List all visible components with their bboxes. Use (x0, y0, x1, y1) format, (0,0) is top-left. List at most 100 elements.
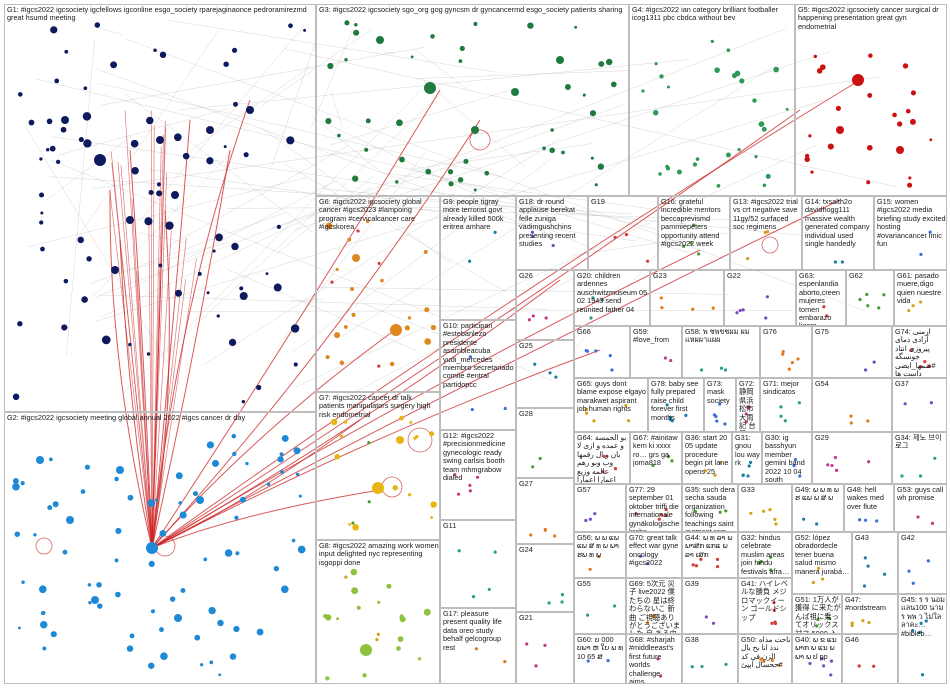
small-group-node (659, 674, 663, 678)
graph-edge-red (151, 134, 164, 549)
small-group-node (711, 306, 715, 310)
graph-node (215, 233, 223, 242)
graph-node (430, 324, 437, 331)
graph-node (52, 501, 59, 508)
graph-node (39, 157, 43, 161)
graph-node (179, 511, 187, 519)
group-label-g59: G59: #love_from (633, 328, 670, 345)
graph-edge (293, 160, 549, 352)
group-label-g14: G14: txsalth2o davidhogg111 massive weal… (805, 198, 870, 249)
graph-node (365, 118, 371, 124)
graph-node (194, 634, 201, 641)
small-group-node (626, 419, 631, 423)
group-label-g75: G75 (815, 328, 829, 336)
small-group-node (719, 366, 724, 370)
graph-node (38, 585, 47, 594)
graph-node (457, 177, 464, 183)
group-label-g11: G11 (443, 522, 457, 530)
group-box-g66: G66 (574, 326, 630, 378)
group-label-g19: G19 (591, 198, 605, 206)
graph-node (325, 355, 330, 360)
graph-edge-red (151, 99, 251, 549)
graph-node (293, 447, 301, 455)
graph-node (350, 287, 355, 292)
graph-edge (168, 20, 495, 73)
graph-node (243, 152, 249, 158)
graph-node (239, 286, 244, 291)
graph-node (323, 614, 328, 619)
graph-node (64, 49, 69, 54)
small-group-node (882, 572, 887, 576)
group-label-g48: G48: hell wakes med over flute (847, 486, 884, 511)
graph-node (130, 139, 139, 148)
graph-node (211, 459, 220, 467)
graph-node (178, 501, 182, 505)
graph-node (425, 168, 432, 175)
graph-node (154, 498, 158, 502)
graph-edge-red (109, 192, 153, 549)
small-group-node (651, 463, 655, 468)
small-group-node (669, 358, 673, 363)
graph-edge-red (151, 230, 172, 549)
group-label-g7: G7: #igcs2022 cancer dr talk patients ma… (319, 394, 431, 419)
graph-node (80, 489, 86, 494)
graph-node (147, 499, 156, 507)
graph-node (94, 22, 101, 28)
graph-node (293, 362, 298, 367)
graph-edge (283, 151, 426, 339)
small-group-node (586, 659, 590, 663)
graph-node (231, 242, 239, 251)
graph-edge (572, 232, 732, 256)
small-group-node (531, 465, 535, 469)
graph-node (78, 137, 84, 143)
graph-edge (100, 187, 372, 318)
small-group-node (863, 368, 868, 372)
small-group-node (830, 463, 834, 468)
small-group-node (613, 466, 618, 471)
graph-node (350, 568, 358, 576)
hub-node (836, 126, 844, 134)
small-group-node (543, 527, 547, 532)
graph-node (47, 505, 53, 511)
graph-edge (414, 48, 469, 91)
graph-node (153, 48, 157, 53)
group-box-g61: G61: pasado muere,digo quien nuestre vid… (894, 270, 947, 326)
group-label-g56: G56: ພ ພ ແພ ແພ ສ ທ ພ ພາ ຮພ ທ ພ (577, 534, 619, 559)
graph-node (41, 610, 46, 616)
graph-node (334, 332, 341, 339)
graph-node (734, 70, 741, 77)
small-group-node (638, 554, 643, 558)
group-label-g76: G76 (763, 328, 777, 336)
graph-node (714, 67, 720, 73)
group-box-g40: G40: ພ ຂ ແນ ພາກ ພ ແນ ພ ພາ ພ ປ pp (792, 634, 842, 684)
graph-node (291, 538, 296, 543)
graph-node (392, 485, 398, 491)
graph-node (430, 501, 437, 508)
small-group-node (863, 518, 868, 522)
graph-edge (66, 40, 95, 355)
graph-node (399, 156, 405, 163)
small-group-node (487, 587, 491, 592)
graph-node (148, 189, 154, 196)
graph-node (424, 338, 432, 345)
graph-node (273, 283, 282, 292)
hub-node (852, 74, 864, 86)
small-group-node (748, 460, 753, 464)
graph-node (396, 646, 401, 651)
small-group-node (670, 459, 674, 463)
graph-node (159, 51, 167, 59)
group-box-g22: G22 (724, 270, 796, 326)
hub-node (116, 466, 124, 474)
graph-node (429, 431, 435, 437)
small-group-node (923, 359, 927, 364)
small-group-node (665, 403, 669, 407)
graph-node (114, 558, 119, 563)
small-group-node (774, 522, 778, 526)
self-loop (35, 537, 53, 555)
hub-node (91, 596, 99, 604)
graph-node (365, 219, 370, 223)
hub-node (360, 644, 372, 656)
small-group-node (493, 230, 497, 234)
small-group-node (597, 555, 601, 559)
small-group-node (863, 556, 867, 560)
